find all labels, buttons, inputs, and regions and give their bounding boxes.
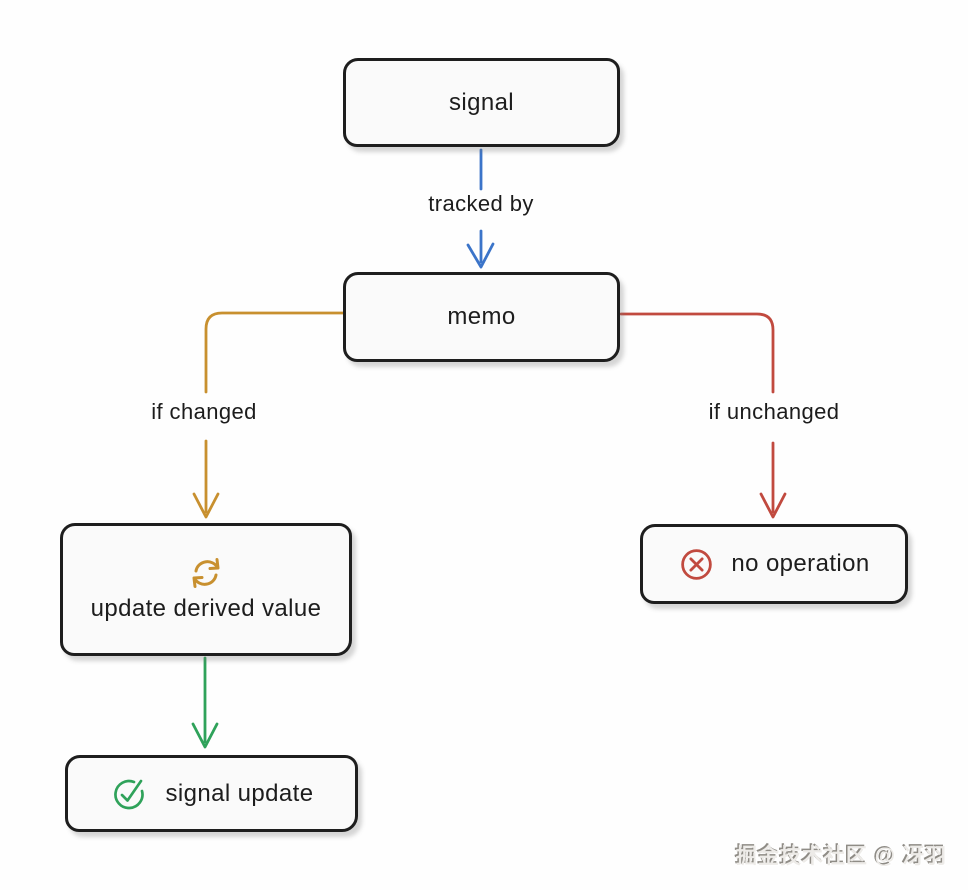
node-signal-update-label: signal update (165, 779, 314, 807)
edge-label-if-unchanged: if unchanged (708, 399, 840, 424)
edge-label-if-changed: if changed (151, 399, 257, 424)
node-signal-update: signal update (65, 755, 358, 832)
node-update-derived-value: update derived value (60, 523, 352, 656)
node-signal: signal (343, 58, 620, 147)
watermark-text: 掘金技术社区 @ 冴羽 (735, 845, 947, 868)
node-update-derived-value-label: update derived value (90, 594, 322, 622)
x-circle-icon (678, 546, 715, 583)
refresh-cycle-icon (186, 557, 226, 589)
node-memo-label: memo (447, 303, 516, 330)
check-circle-icon (110, 775, 148, 813)
node-memo: memo (343, 272, 620, 362)
node-signal-label: signal (448, 88, 515, 116)
node-no-operation-label: no operation (731, 550, 870, 577)
node-no-operation: no operation (640, 524, 908, 604)
edge-label-tracked-by: tracked by (428, 191, 534, 216)
edge-update-to-signal-update (191, 656, 219, 749)
